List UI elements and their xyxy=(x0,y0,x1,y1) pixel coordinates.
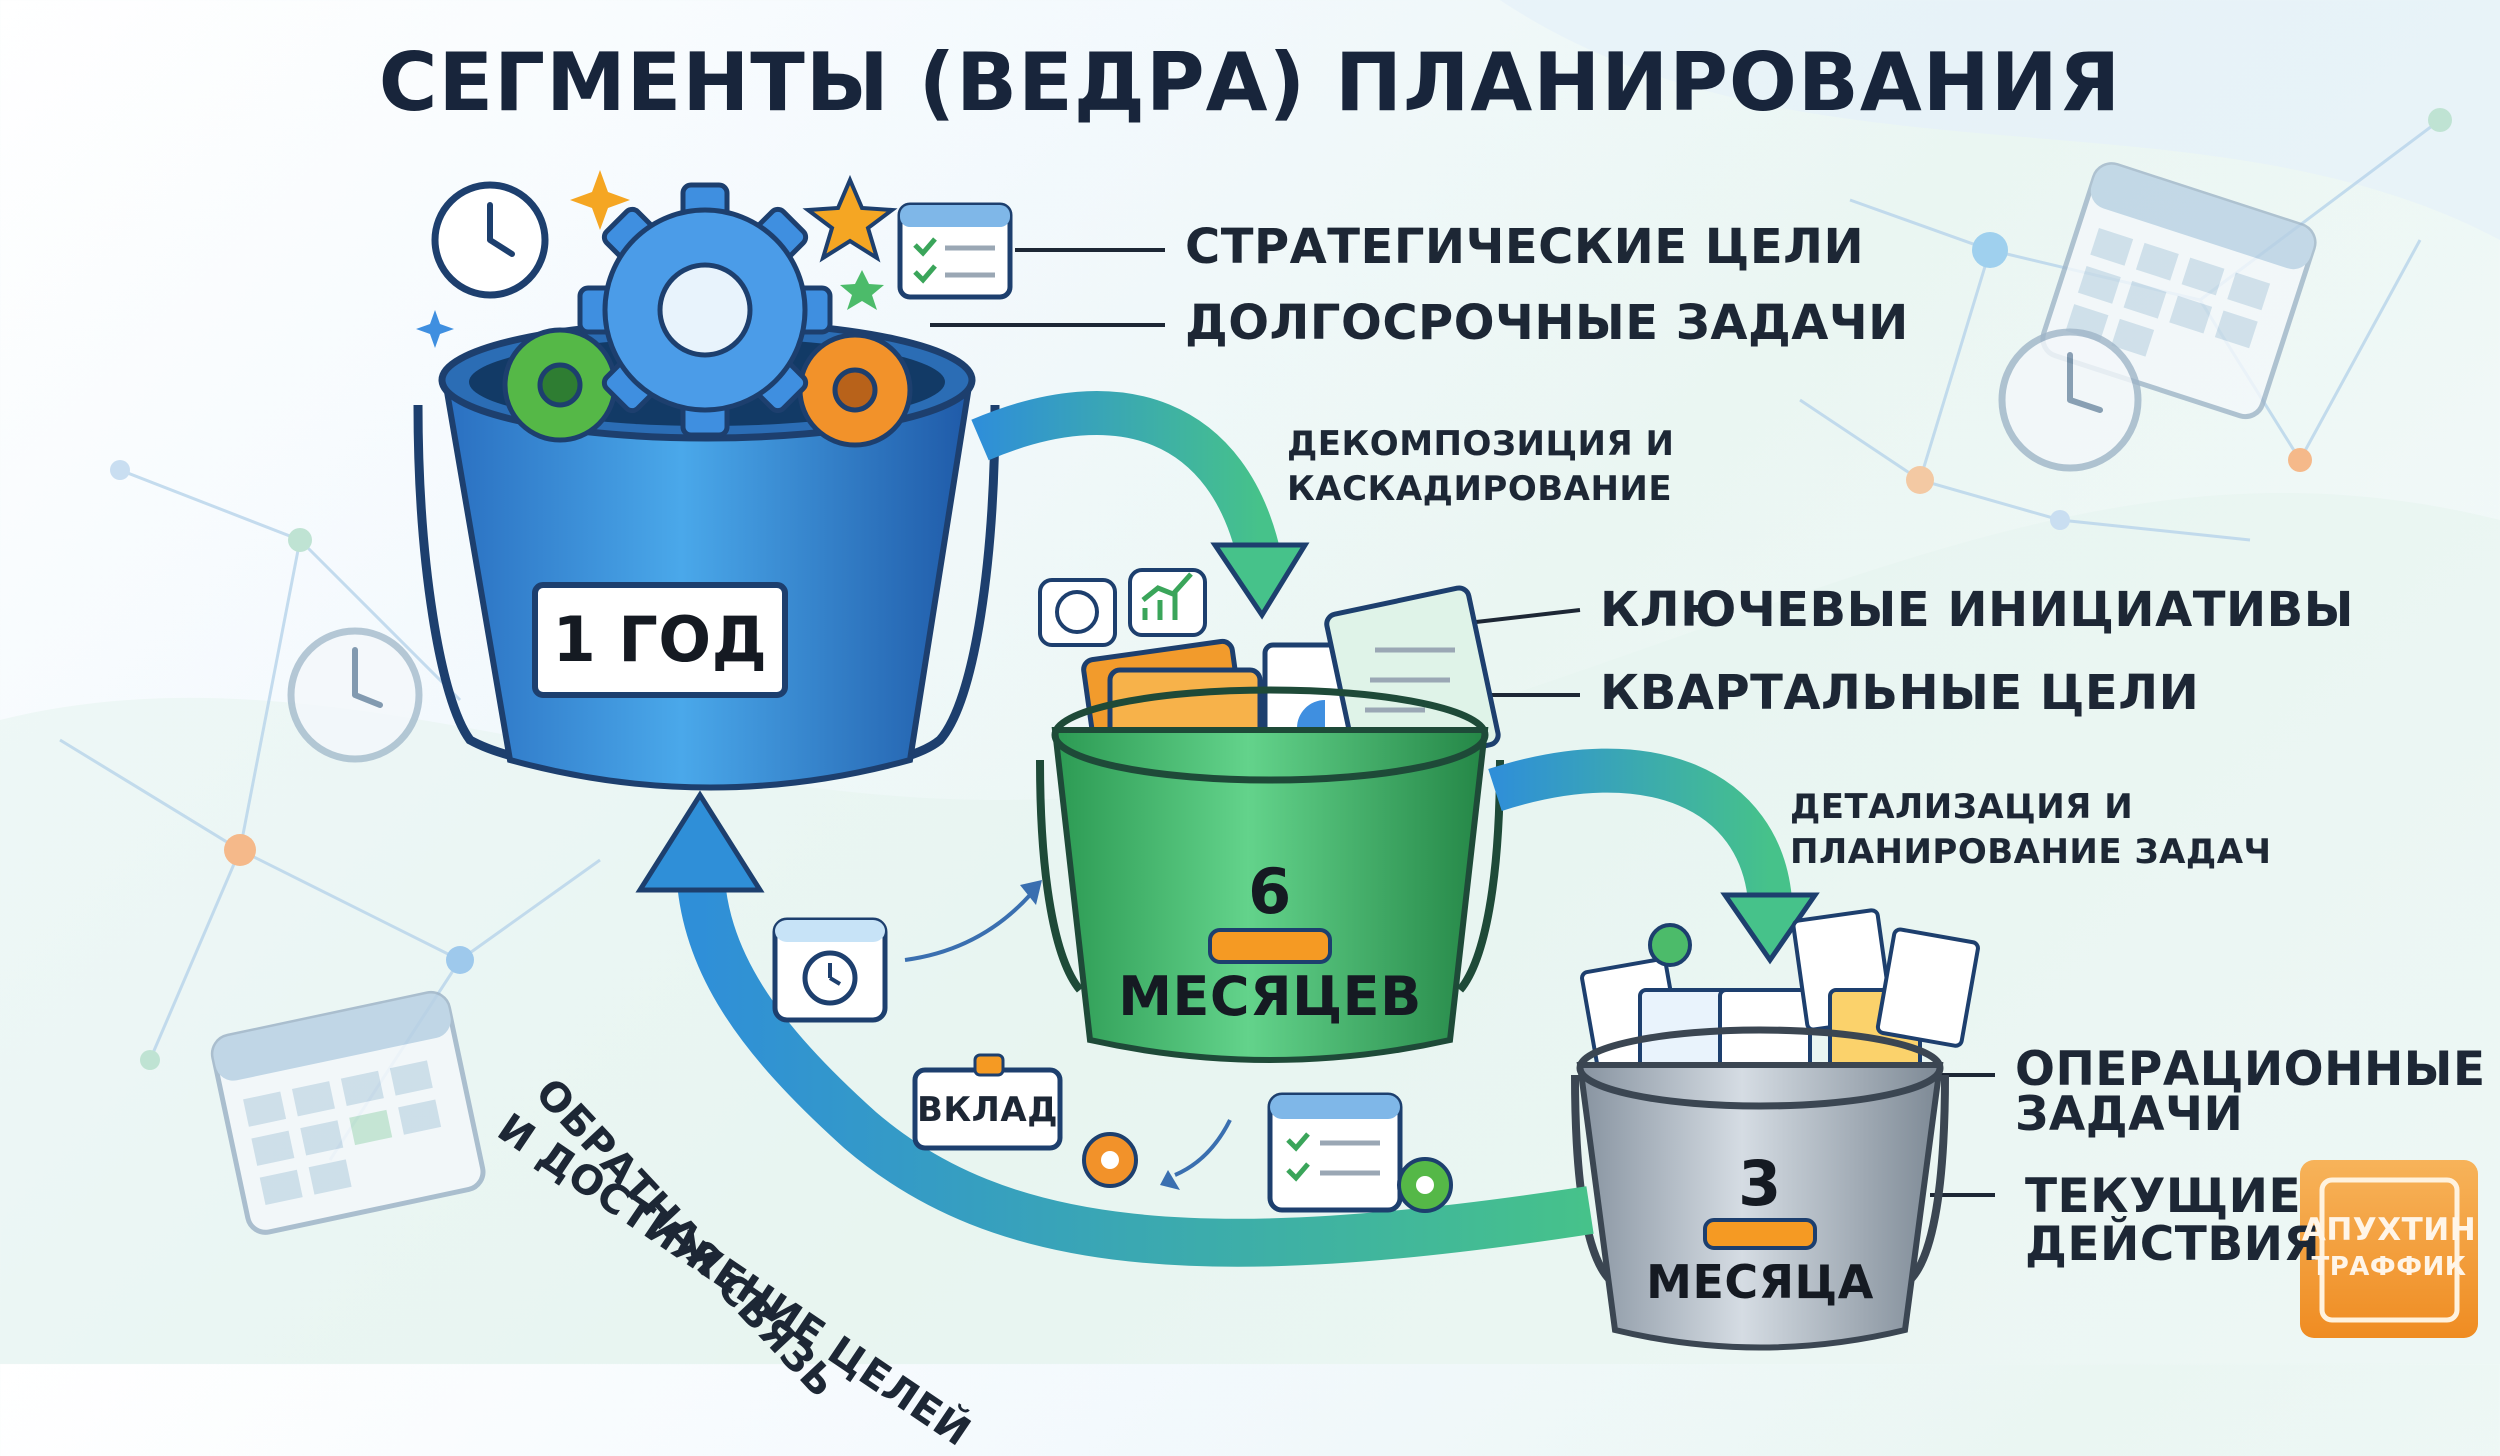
calendar-icon xyxy=(210,990,486,1235)
quarter-item-operational: ОПЕРАЦИОННЫЕ xyxy=(2015,1042,2486,1097)
small-arrow xyxy=(1174,1119,1232,1177)
clock-icon xyxy=(1998,328,2142,472)
logo xyxy=(2300,1160,2478,1338)
year-bucket xyxy=(413,182,1000,791)
checklist-icon xyxy=(897,202,1013,300)
star-icon xyxy=(802,174,898,263)
growth-chart-icon xyxy=(1128,568,1207,637)
clock-icon xyxy=(287,627,423,763)
contribution-tag-label: ВКЛАД xyxy=(916,1090,1059,1130)
year-bucket-label: 1 ГОД xyxy=(552,603,768,676)
half-year-item-key-initiatives: КЛЮЧЕВЫЕ ИНИЦИАТИВЫ xyxy=(1600,582,2354,638)
clock-icon xyxy=(1038,578,1117,647)
quarter-item-current: ТЕКУЩИЕ xyxy=(2025,1169,2302,1224)
half-year-item-quarterly-goals: КВАРТАЛЬНЫЕ ЦЕЛИ xyxy=(1600,665,2200,721)
quarter-bucket-unit: МЕСЯЦА xyxy=(1646,1255,1874,1309)
star-icon xyxy=(840,270,884,310)
quarter-item-tasks: ЗАДАЧИ xyxy=(2015,1087,2244,1142)
background-wave-2 xyxy=(1500,0,2500,240)
decomposition-arrow xyxy=(971,391,1310,620)
half-year-bucket xyxy=(1036,585,1504,1063)
detailing-label-line1: ДЕТАЛИЗАЦИЯ И xyxy=(1790,787,2134,827)
small-arrow xyxy=(904,893,1032,962)
network-nodes xyxy=(110,108,2452,1070)
checklist-icon xyxy=(1267,1092,1403,1213)
page-title: СЕГМЕНТЫ (ВЕДРА) ПЛАНИРОВАНИЯ xyxy=(378,36,2122,129)
half-year-bucket-number: 6 xyxy=(1248,855,1292,928)
quarter-bucket-number: 3 xyxy=(1738,1147,1782,1220)
decomposition-label-line1: ДЕКОМПОЗИЦИЯ И xyxy=(1287,424,1675,464)
sparkle-icon xyxy=(416,310,454,348)
year-item-long-term-tasks: ДОЛГОСРОЧНЫЕ ЗАДАЧИ xyxy=(1185,295,1909,351)
logo-text-line2: ТРАФФИК xyxy=(2311,1252,2467,1282)
logo-text-line1: АПУХТИН xyxy=(2301,1212,2477,1248)
browser-clock-icon xyxy=(772,917,888,1023)
year-item-strategic-goals: СТРАТЕГИЧЕСКИЕ ЦЕЛИ xyxy=(1185,219,1865,275)
quarter-bucket xyxy=(1571,908,1980,1351)
planning-buckets-diagram xyxy=(0,0,2500,1364)
detailing-label-line2: ПЛАНИРОВАНИЕ ЗАДАЧ xyxy=(1790,832,2272,872)
quarter-item-actions: ДЕЙСТВИЯ xyxy=(2025,1217,2321,1272)
decomposition-label-line2: КАСКАДИРОВАНИЕ xyxy=(1287,469,1673,509)
feedback-arrow xyxy=(635,790,1594,1267)
sparkle-icon xyxy=(570,170,630,230)
gear-icon xyxy=(502,182,913,448)
contribution-tag xyxy=(912,1053,1063,1151)
half-year-bucket-unit: МЕСЯЦЕВ xyxy=(1118,965,1422,1028)
clock-icon xyxy=(431,181,549,299)
